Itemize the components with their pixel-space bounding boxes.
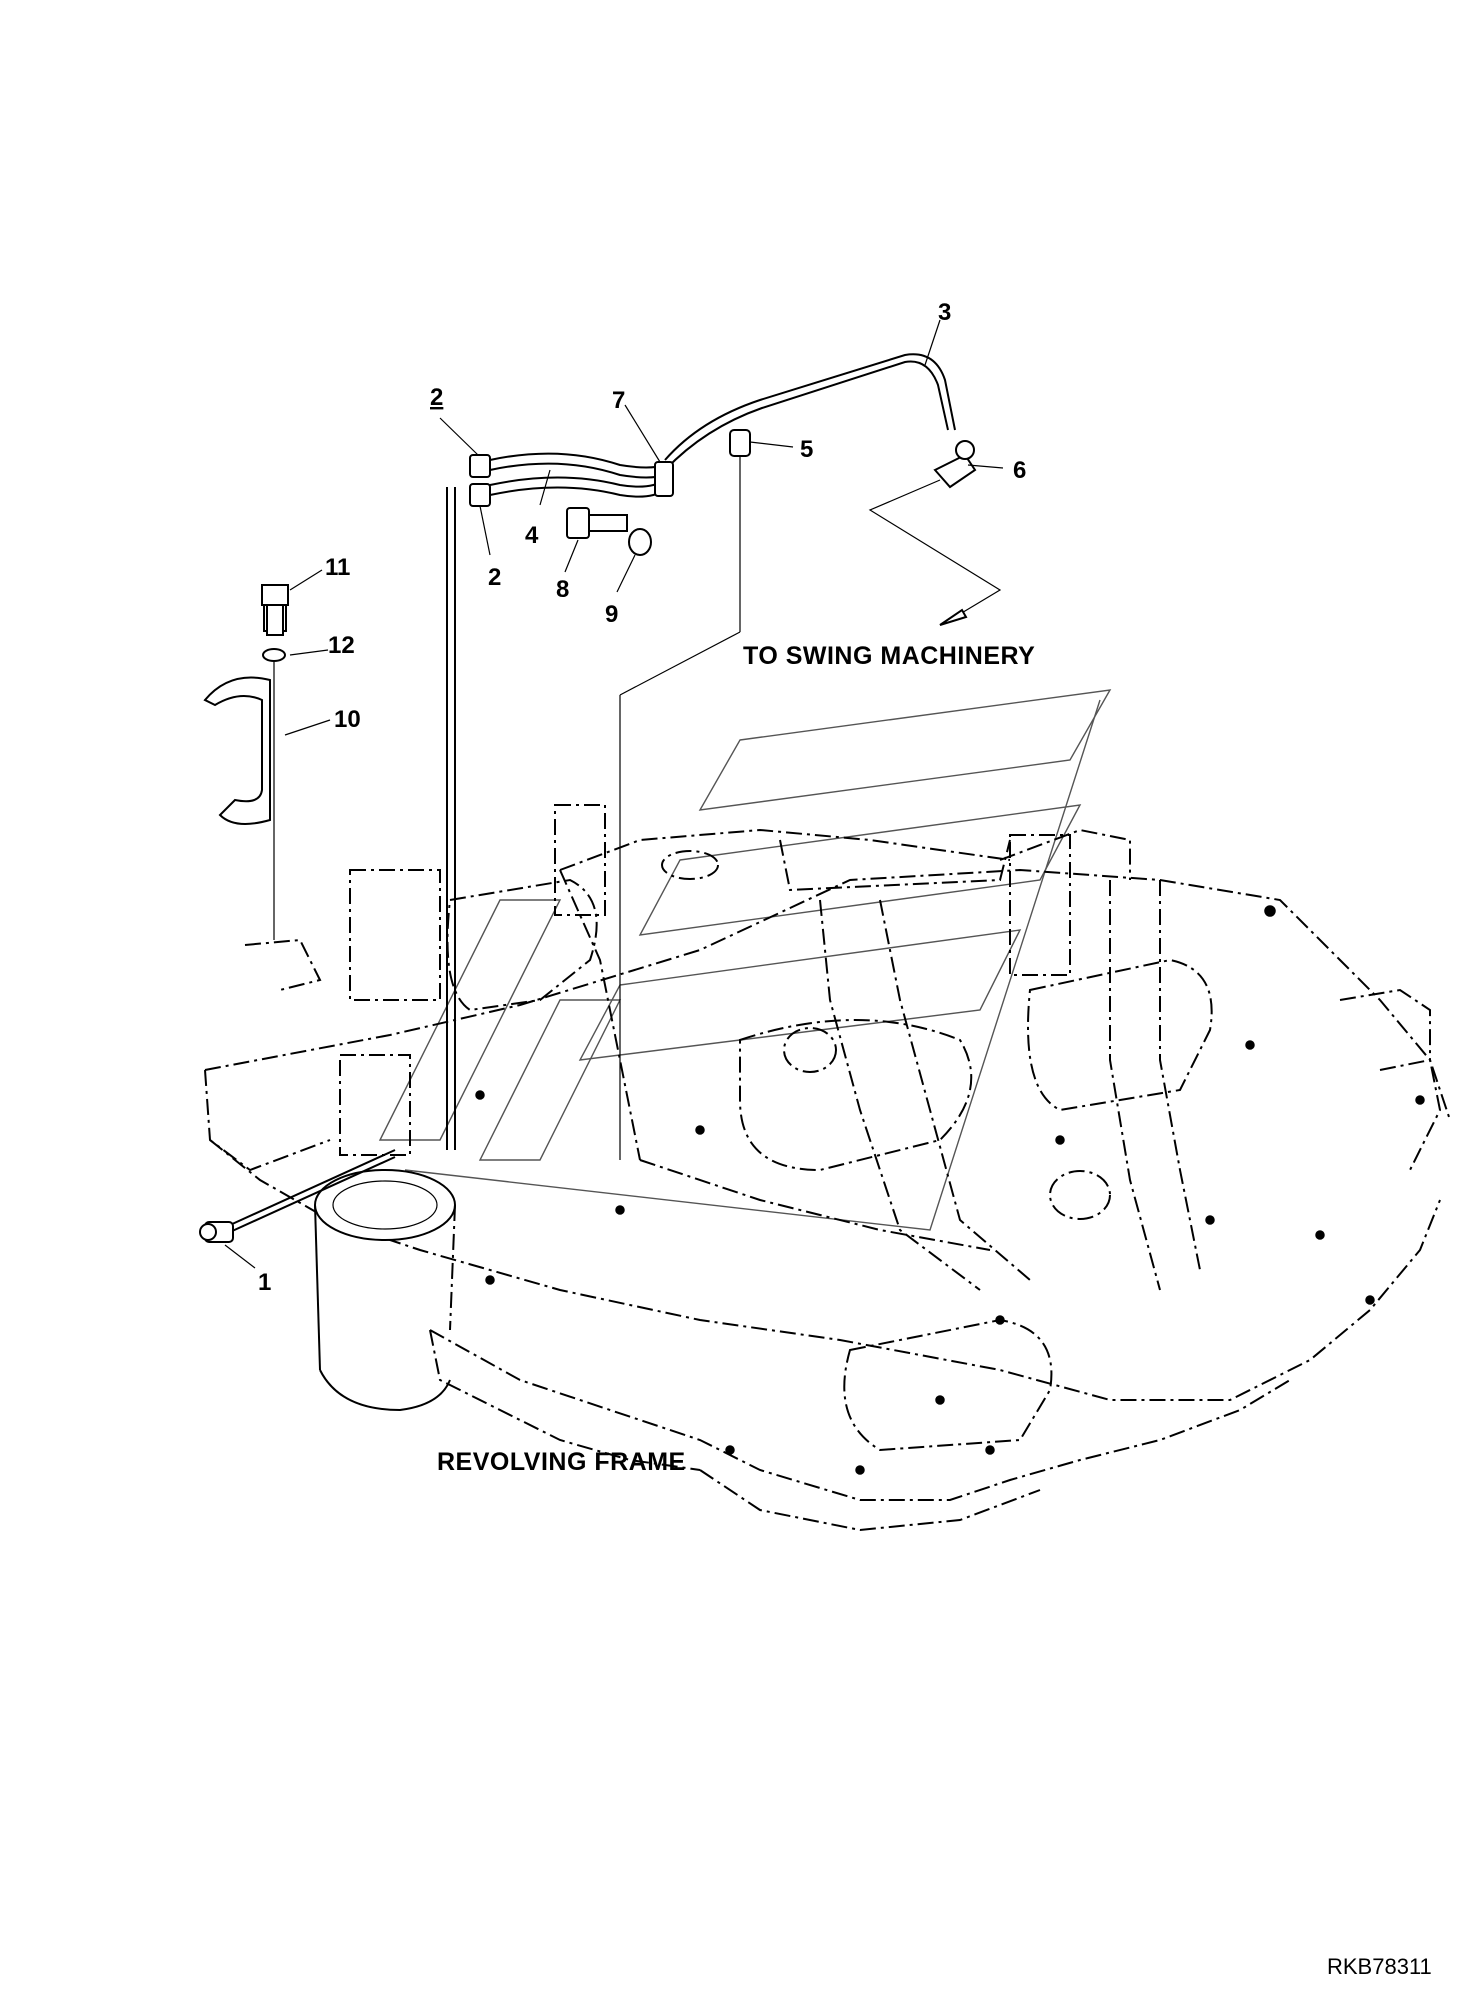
bolt-11-shank xyxy=(266,604,284,636)
callout-4: 4 xyxy=(525,522,539,549)
caption-to-swing-machinery: TO SWING MACHINERY xyxy=(743,642,1035,670)
callout-5: 5 xyxy=(800,436,813,463)
callout-9: 9 xyxy=(605,601,618,628)
leader-lines xyxy=(224,319,1004,1269)
fitting-2-lower xyxy=(469,483,491,507)
washer-9 xyxy=(628,528,652,556)
watermark-logo xyxy=(378,689,1112,1231)
bolt-11-head xyxy=(261,584,289,606)
callout-8: 8 xyxy=(556,576,569,603)
lube-lines xyxy=(203,353,1002,1233)
caption-revolving-frame: REVOLVING FRAME xyxy=(437,1448,686,1476)
callout-2-upper: 2 xyxy=(430,384,443,411)
callout-6: 6 xyxy=(1013,457,1026,484)
callouts: 1 2 2 3 4 5 6 7 8 9 10 11 12 xyxy=(258,299,1026,1296)
bolt-8-shank xyxy=(588,514,628,532)
revolving-frame xyxy=(204,804,1451,1532)
bolt-8-head xyxy=(566,507,590,539)
elbow-6 xyxy=(933,453,977,489)
callout-7: 7 xyxy=(612,387,625,414)
fitting-2-upper xyxy=(469,454,491,478)
callout-10: 10 xyxy=(334,706,361,733)
adapter-5 xyxy=(729,429,751,457)
clamp-7 xyxy=(654,461,674,497)
callout-1: 1 xyxy=(258,1269,271,1296)
washer-12 xyxy=(262,648,286,662)
drawing-id: RKB78311 xyxy=(1327,1954,1432,1979)
fittings xyxy=(199,429,977,1243)
callout-12: 12 xyxy=(328,632,355,659)
callout-11: 11 xyxy=(325,554,350,581)
callout-3: 3 xyxy=(938,299,951,326)
callout-2-lower: 2 xyxy=(488,564,501,591)
